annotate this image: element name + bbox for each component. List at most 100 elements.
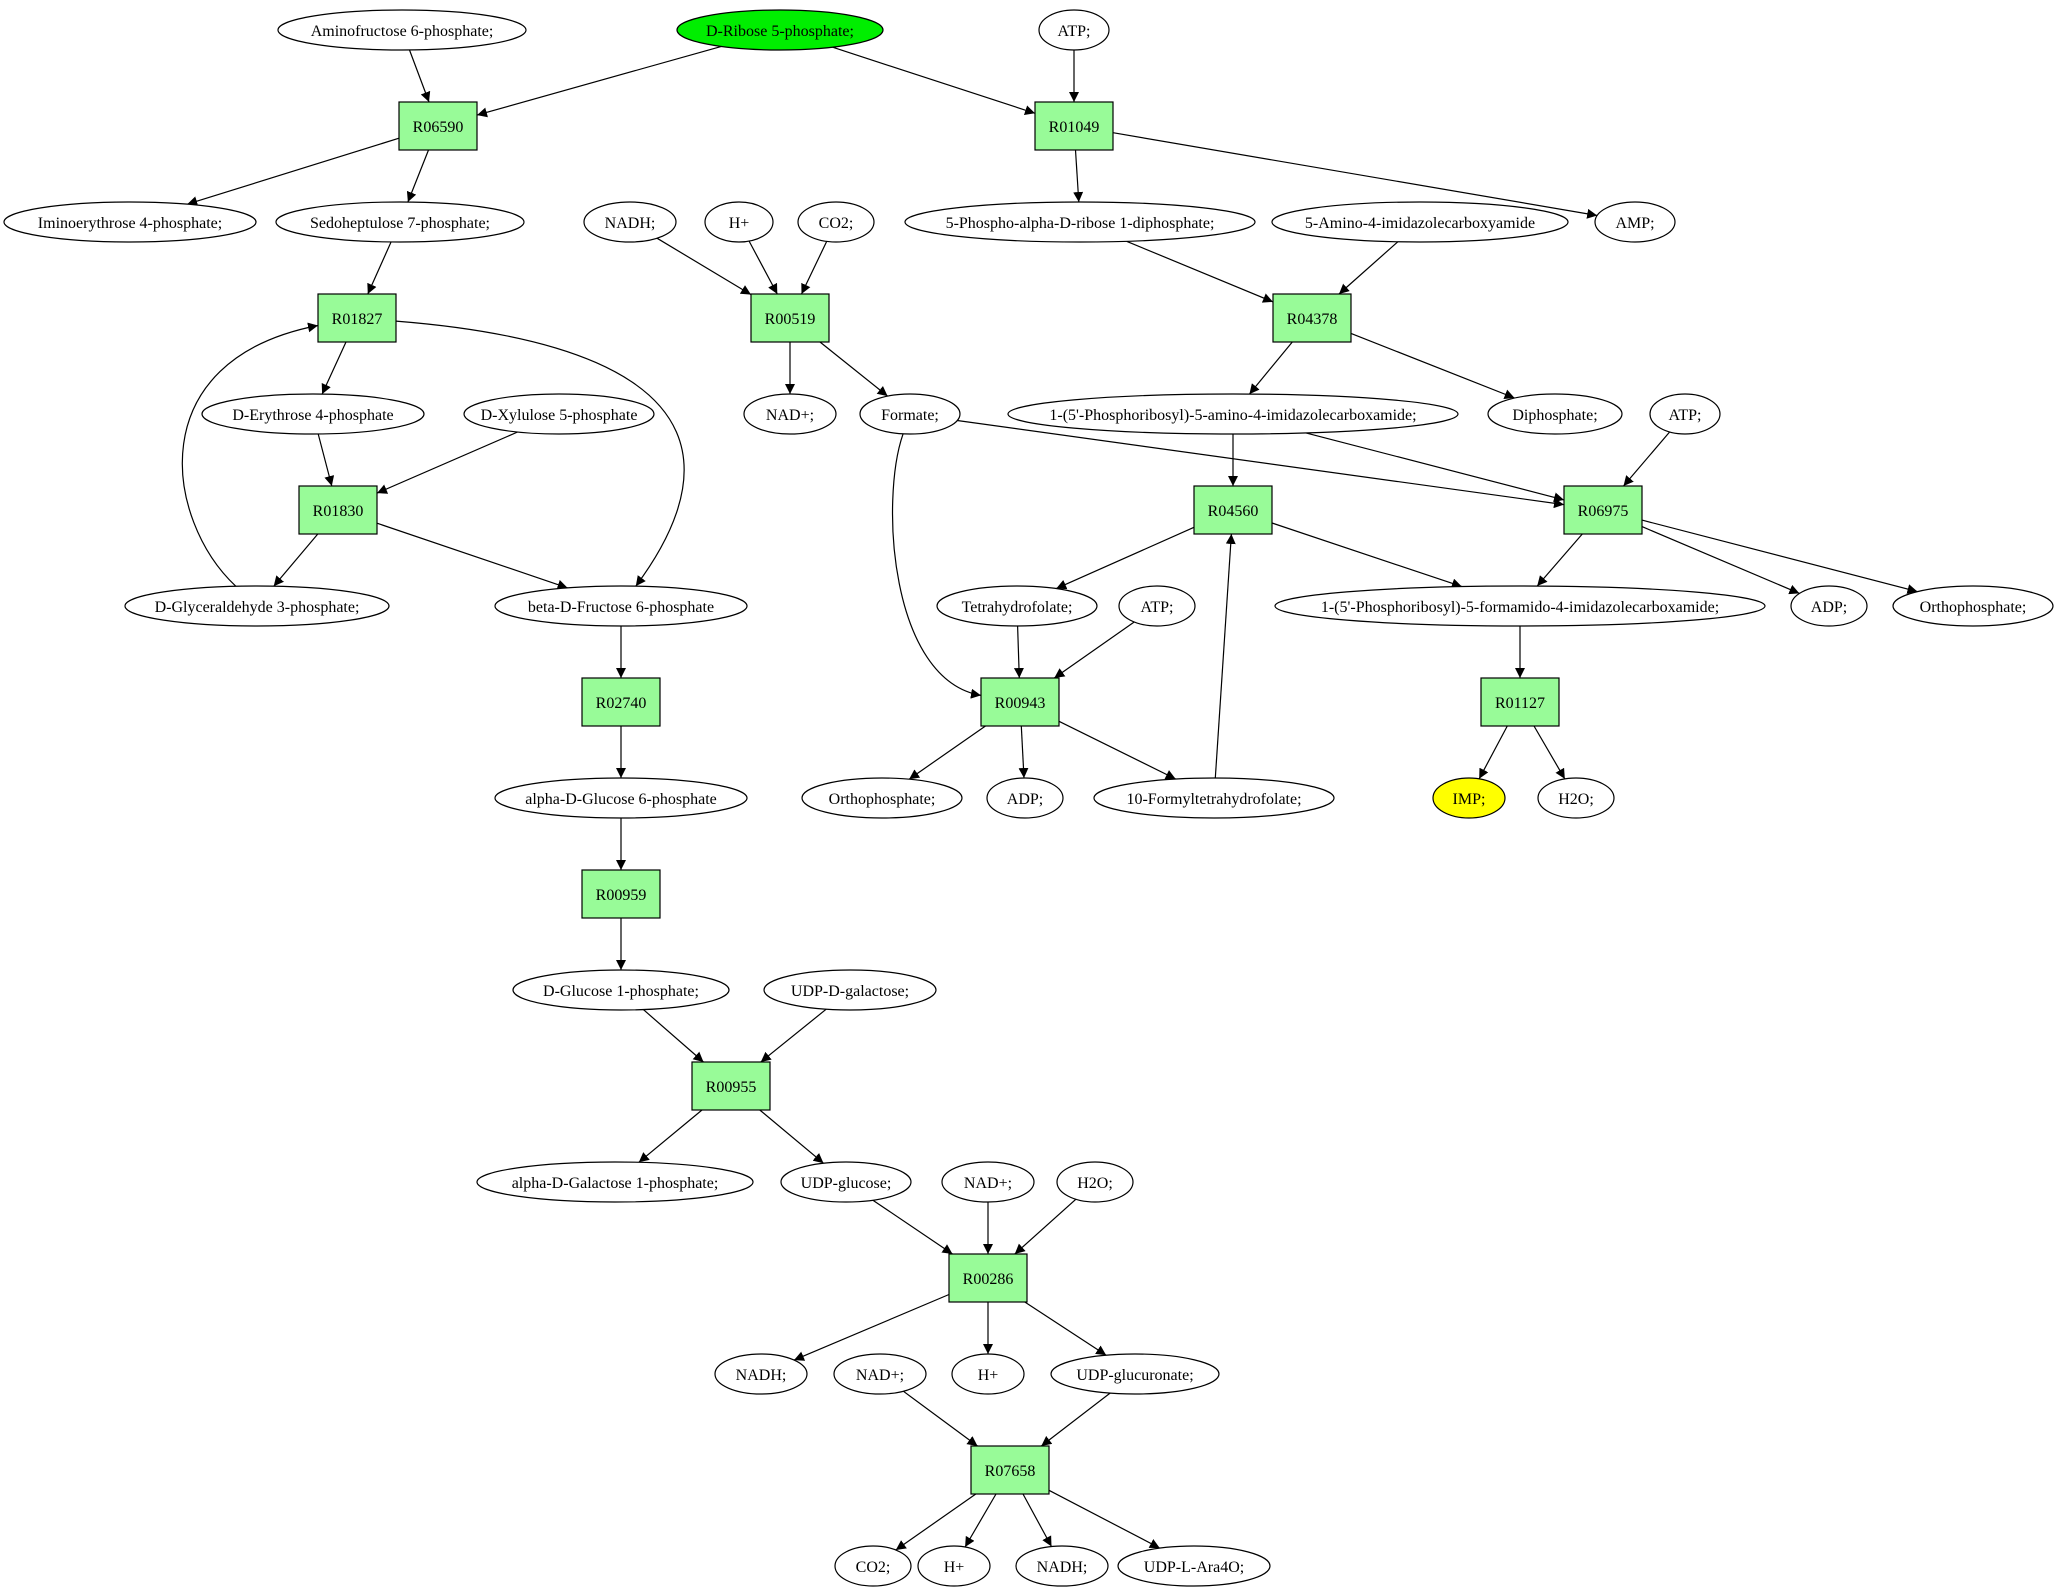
edge-formylthf-to-r04560 <box>1214 533 1236 779</box>
edge-dglyceraldehyde3p-to-r01827 <box>181 322 319 587</box>
metabolite-ellipse <box>277 9 527 51</box>
metabolite-ellipse <box>1274 585 1766 627</box>
metabolite-node-h2o1[interactable]: H2O; <box>1537 777 1615 819</box>
metabolite-node-aica[interactable]: 5-Amino-4-imidazolecarboxyamide <box>1271 201 1569 243</box>
reaction-label: R01049 <box>1049 119 1100 136</box>
metabolite-ellipse <box>1271 201 1569 243</box>
reaction-node-r01049[interactable]: R01049 <box>1034 101 1114 151</box>
reaction-node-r02740[interactable]: R02740 <box>581 677 661 727</box>
edge-r07658-to-nadh3 <box>1022 1493 1053 1547</box>
metabolite-node-dxylulose5p[interactable]: D-Xylulose 5-phosphate <box>463 393 655 435</box>
metabolite-node-atp3[interactable]: ATP; <box>1118 585 1196 627</box>
metabolite-node-thf[interactable]: Tetrahydrofolate; <box>936 585 1098 627</box>
metabolite-node-orthophosphate1[interactable]: Orthophosphate; <box>1892 585 2054 627</box>
metabolite-node-co21[interactable]: CO2; <box>797 201 875 243</box>
metabolite-label: 1-(5'-Phosphoribosyl)-5-amino-4-imidazol… <box>1049 407 1416 424</box>
metabolite-label: Iminoerythrose 4-phosphate; <box>38 215 222 232</box>
metabolite-label: H+ <box>729 215 750 232</box>
reaction-node-r04560[interactable]: R04560 <box>1193 485 1273 535</box>
metabolite-node-iminoerythrose4p[interactable]: Iminoerythrose 4-phosphate; <box>3 201 257 243</box>
metabolite-ellipse <box>512 969 730 1011</box>
edge-dglucose1p-to-r00955 <box>643 1009 704 1063</box>
metabolite-label: NADH; <box>1037 1559 1088 1576</box>
edge-r01830-to-bdfructose6p <box>376 522 568 590</box>
metabolite-node-udpglucose[interactable]: UDP-glucose; <box>780 1161 912 1203</box>
metabolite-node-atp1[interactable]: ATP; <box>1038 9 1110 51</box>
metabolite-node-derythrose4p[interactable]: D-Erythrose 4-phosphate <box>201 393 425 435</box>
reaction-node-r00959[interactable]: R00959 <box>581 869 661 919</box>
metabolite-ellipse <box>1649 393 1721 435</box>
edge-r04560-to-faicar <box>1271 522 1463 589</box>
metabolite-ellipse <box>714 1353 808 1395</box>
metabolite-node-hplus2[interactable]: H+ <box>951 1353 1025 1395</box>
metabolite-node-dglyceraldehyde3p[interactable]: D-Glyceraldehyde 3-phosphate; <box>124 585 390 627</box>
metabolite-node-udpdgalactose[interactable]: UDP-D-galactose; <box>763 969 937 1011</box>
metabolite-node-dribose5p[interactable]: D-Ribose 5-phosphate; <box>676 9 884 51</box>
metabolite-node-nadh2[interactable]: NADH; <box>714 1353 808 1395</box>
edge-derythrose4p-to-r01830 <box>317 433 335 487</box>
reaction-node-r06590[interactable]: R06590 <box>398 101 478 151</box>
edge-udpglucose-to-r00286 <box>872 1199 953 1255</box>
edge-r00955-to-udpglucose <box>759 1109 824 1164</box>
metabolite-node-hplus1[interactable]: H+ <box>704 201 774 243</box>
metabolite-node-diphosphate[interactable]: Diphosphate; <box>1487 393 1623 435</box>
metabolite-node-imp[interactable]: IMP; <box>1432 777 1506 819</box>
metabolite-node-adglucose6p[interactable]: alpha-D-Glucose 6-phosphate <box>494 777 748 819</box>
metabolite-ellipse <box>763 969 937 1011</box>
metabolite-node-udplara4o[interactable]: UDP-L-Ara4O; <box>1117 1545 1271 1587</box>
reaction-node-r04378[interactable]: R04378 <box>1272 293 1352 343</box>
metabolite-ellipse <box>1056 1161 1134 1203</box>
edge-r01127-to-h2o1 <box>1533 725 1566 780</box>
metabolite-label: Orthophosphate; <box>1920 599 2027 616</box>
reaction-node-r06975[interactable]: R06975 <box>1563 485 1643 535</box>
edges-layer <box>181 45 1918 1551</box>
metabolite-node-prpp[interactable]: 5-Phospho-alpha-D-ribose 1-diphosphate; <box>904 201 1256 243</box>
metabolite-label: Orthophosphate; <box>829 791 936 808</box>
metabolite-label: ATP; <box>1058 23 1091 40</box>
reaction-box <box>298 485 378 535</box>
metabolite-node-adp2[interactable]: ADP; <box>986 777 1064 819</box>
metabolite-ellipse <box>986 777 1064 819</box>
metabolite-node-nadh3[interactable]: NADH; <box>1015 1545 1109 1587</box>
metabolite-ellipse <box>494 585 748 627</box>
reaction-node-r01827[interactable]: R01827 <box>317 293 397 343</box>
metabolite-node-sedoheptulose7p[interactable]: Sedoheptulose 7-phosphate; <box>275 201 525 243</box>
metabolite-node-nadplus2[interactable]: NAD+; <box>941 1161 1035 1203</box>
metabolite-node-adgalactose1p[interactable]: alpha-D-Galactose 1-phosphate; <box>476 1161 754 1203</box>
metabolite-node-bdfructose6p[interactable]: beta-D-Fructose 6-phosphate <box>494 585 748 627</box>
metabolite-node-nadplus3[interactable]: NAD+; <box>833 1353 927 1395</box>
reaction-node-r00286[interactable]: R00286 <box>948 1253 1028 1303</box>
reaction-label: R00959 <box>596 887 647 904</box>
reaction-node-r00519[interactable]: R00519 <box>750 293 830 343</box>
reaction-node-r07658[interactable]: R07658 <box>970 1445 1050 1495</box>
metabolite-label: H+ <box>944 1559 965 1576</box>
reaction-node-r01830[interactable]: R01830 <box>298 485 378 535</box>
metabolite-node-nadh1[interactable]: NADH; <box>583 201 677 243</box>
metabolite-node-aicar[interactable]: 1-(5'-Phosphoribosyl)-5-amino-4-imidazol… <box>1007 393 1459 435</box>
edge-atp3-to-r00943 <box>1053 621 1135 679</box>
reaction-label: R04560 <box>1208 503 1259 520</box>
metabolite-node-atp2[interactable]: ATP; <box>1649 393 1721 435</box>
metabolite-node-faicar[interactable]: 1-(5'-Phosphoribosyl)-5-formamido-4-imid… <box>1274 585 1766 627</box>
metabolite-node-hplus3[interactable]: H+ <box>917 1545 991 1587</box>
metabolite-node-formylthf[interactable]: 10-Formyltetrahydrofolate; <box>1093 777 1335 819</box>
edge-thf-to-r00943 <box>1013 625 1024 679</box>
metabolite-node-amp[interactable]: AMP; <box>1594 201 1676 243</box>
metabolite-node-co22[interactable]: CO2; <box>834 1545 912 1587</box>
reaction-node-r01127[interactable]: R01127 <box>1480 677 1560 727</box>
metabolite-label: alpha-D-Glucose 6-phosphate <box>525 791 717 808</box>
metabolite-node-nadplus1[interactable]: NAD+; <box>743 393 837 435</box>
metabolite-node-orthophosphate2[interactable]: Orthophosphate; <box>801 777 963 819</box>
metabolite-node-h2o2[interactable]: H2O; <box>1056 1161 1134 1203</box>
reaction-box <box>691 1061 771 1111</box>
metabolite-node-aminofructose6p[interactable]: Aminofructose 6-phosphate; <box>277 9 527 51</box>
metabolite-node-dglucose1p[interactable]: D-Glucose 1-phosphate; <box>512 969 730 1011</box>
metabolite-node-adp1[interactable]: ADP; <box>1790 585 1868 627</box>
metabolite-node-udpglucuronate[interactable]: UDP-glucuronate; <box>1050 1353 1220 1395</box>
reaction-node-r00955[interactable]: R00955 <box>691 1061 771 1111</box>
metabolite-label: UDP-glucose; <box>801 1175 892 1192</box>
metabolite-ellipse <box>676 9 884 51</box>
metabolite-node-formate[interactable]: Formate; <box>859 393 961 435</box>
reaction-node-r00943[interactable]: R00943 <box>980 677 1060 727</box>
metabolite-label: D-Glucose 1-phosphate; <box>543 983 699 1000</box>
